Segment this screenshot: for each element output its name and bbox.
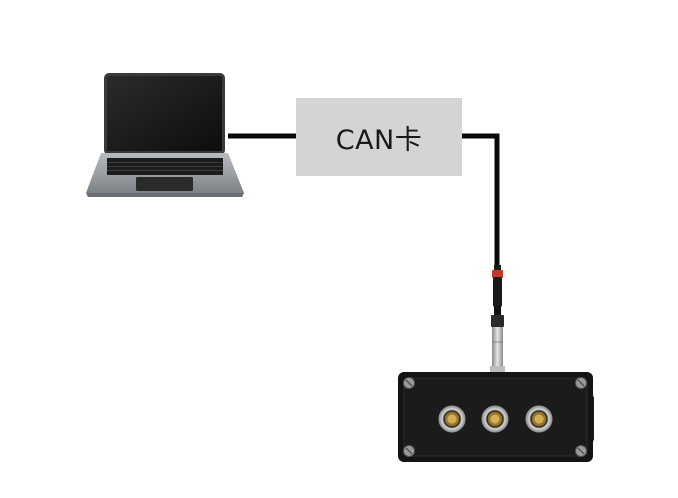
can-to-device-cable <box>461 133 500 268</box>
cable-connector-icon <box>490 265 505 374</box>
can-device-icon <box>398 372 594 462</box>
can-card-label: CAN卡 <box>335 124 423 156</box>
can-card-box: CAN卡 <box>296 98 462 176</box>
laptop-icon <box>86 73 244 197</box>
